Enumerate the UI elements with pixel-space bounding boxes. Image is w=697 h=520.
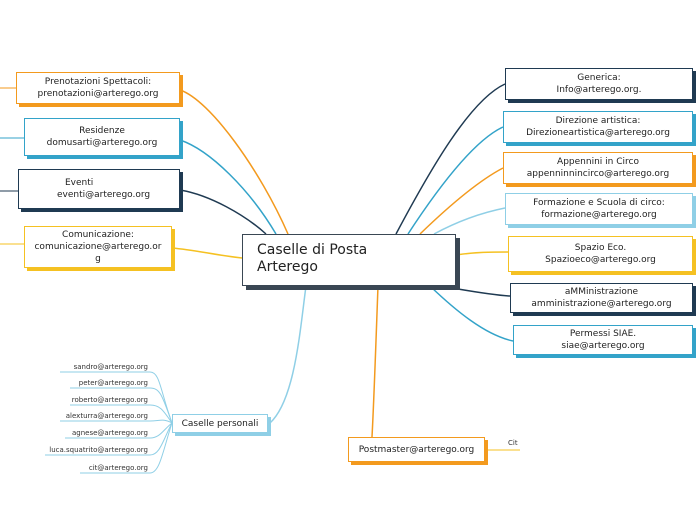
link-appennini bbox=[419, 167, 504, 235]
link-spazioeco bbox=[455, 251, 509, 256]
link-prenotazioni bbox=[179, 89, 289, 235]
node-label: Appennini in Circo bbox=[557, 157, 639, 167]
node-email-cont: g bbox=[95, 254, 101, 264]
link-eventi bbox=[179, 189, 267, 235]
node-prenotazioni[interactable]: Prenotazioni Spettacoli: prenotazioni@ar… bbox=[16, 72, 180, 104]
node-email: domusarti@arterego.org bbox=[46, 138, 158, 148]
link-siae bbox=[429, 285, 514, 342]
personal-email-item: sandro@arterego.org bbox=[73, 363, 148, 371]
node-email: Direzioneartistica@arterego.org bbox=[526, 128, 670, 138]
personal-email-item: agnese@arterego.org bbox=[72, 429, 148, 437]
personal-email-item: cit@arterego.org bbox=[88, 464, 148, 472]
node-appennini[interactable]: Appennini in Circo appenninnincirco@arte… bbox=[503, 152, 693, 184]
node-label: Caselle personali bbox=[181, 418, 259, 429]
node-label: Permessi SIAE. bbox=[569, 329, 637, 339]
node-label: Eventi bbox=[65, 178, 94, 188]
node-email: formazione@arterego.org bbox=[541, 210, 657, 220]
node-label: Generica: bbox=[577, 73, 621, 83]
link-residenze bbox=[179, 139, 277, 235]
node-postmaster[interactable]: Postmaster@arterego.org bbox=[348, 437, 485, 462]
personal-email-item: luca.squatrito@arterego.org bbox=[49, 446, 148, 454]
node-email: eventi@arterego.org bbox=[57, 190, 151, 200]
node-email: Spazioeco@arterego.org bbox=[545, 255, 656, 265]
link-personal bbox=[269, 285, 307, 424]
node-eventi[interactable]: Eventi eventi@arterego.org bbox=[18, 169, 180, 209]
personal-email-item: alexturra@arterego.org bbox=[65, 412, 148, 420]
node-comunicazione[interactable]: Comunicazione: comunicazione@arterego.or… bbox=[24, 226, 172, 268]
node-amministrazione[interactable]: aMMinistrazione amministrazione@arterego… bbox=[510, 283, 693, 313]
central-topic[interactable]: Caselle di Posta Arterego bbox=[242, 234, 456, 286]
node-email: amministrazione@arterego.org bbox=[531, 299, 672, 309]
postmaster-child-cit: Cit bbox=[508, 439, 518, 447]
link-formazione bbox=[433, 207, 506, 235]
node-email: Info@arterego.org. bbox=[556, 85, 642, 95]
node-spazio-eco[interactable]: Spazio Eco. Spazioeco@arterego.org bbox=[508, 236, 693, 272]
node-caselle-personali[interactable]: Caselle personali bbox=[172, 414, 268, 433]
node-label: aMMinistrazione bbox=[564, 287, 639, 297]
node-label: Spazio Eco. bbox=[574, 243, 627, 253]
link-comunicazione bbox=[171, 247, 243, 259]
node-direzione-artistica[interactable]: Direzione artistica: Direzioneartistica@… bbox=[503, 111, 693, 143]
link-postmaster bbox=[371, 285, 379, 438]
personal-email-item: peter@arterego.org bbox=[78, 379, 148, 387]
node-label: Residenze bbox=[79, 126, 125, 136]
personal-leaf-links bbox=[45, 371, 173, 474]
node-label: Direzione artistica: bbox=[555, 116, 641, 126]
link-generica bbox=[395, 83, 506, 235]
node-email: appenninnincirco@arterego.org bbox=[526, 169, 670, 179]
node-label: Postmaster@arterego.org bbox=[358, 444, 475, 455]
link-amministrazione bbox=[439, 285, 511, 297]
node-label: Formazione e Scuola di circo: bbox=[533, 198, 665, 208]
node-email: prenotazioni@arterego.org bbox=[37, 89, 159, 99]
central-title-line1: Caselle di Posta bbox=[257, 242, 368, 258]
node-label: Comunicazione: bbox=[62, 230, 134, 240]
node-email: siae@arterego.org bbox=[561, 341, 645, 351]
node-label: Prenotazioni Spettacoli: bbox=[44, 77, 152, 87]
personal-email-item: roberto@arterego.org bbox=[71, 396, 148, 404]
node-formazione[interactable]: Formazione e Scuola di circo: formazione… bbox=[505, 193, 693, 225]
link-direzione bbox=[407, 126, 504, 235]
node-residenze[interactable]: Residenze domusarti@arterego.org bbox=[24, 118, 180, 156]
node-siae[interactable]: Permessi SIAE. siae@arterego.org bbox=[513, 325, 693, 355]
node-generica[interactable]: Generica: Info@arterego.org. bbox=[505, 68, 693, 100]
node-email: comunicazione@arterego.or bbox=[34, 242, 162, 252]
central-title-line2: Arterego bbox=[257, 259, 318, 275]
